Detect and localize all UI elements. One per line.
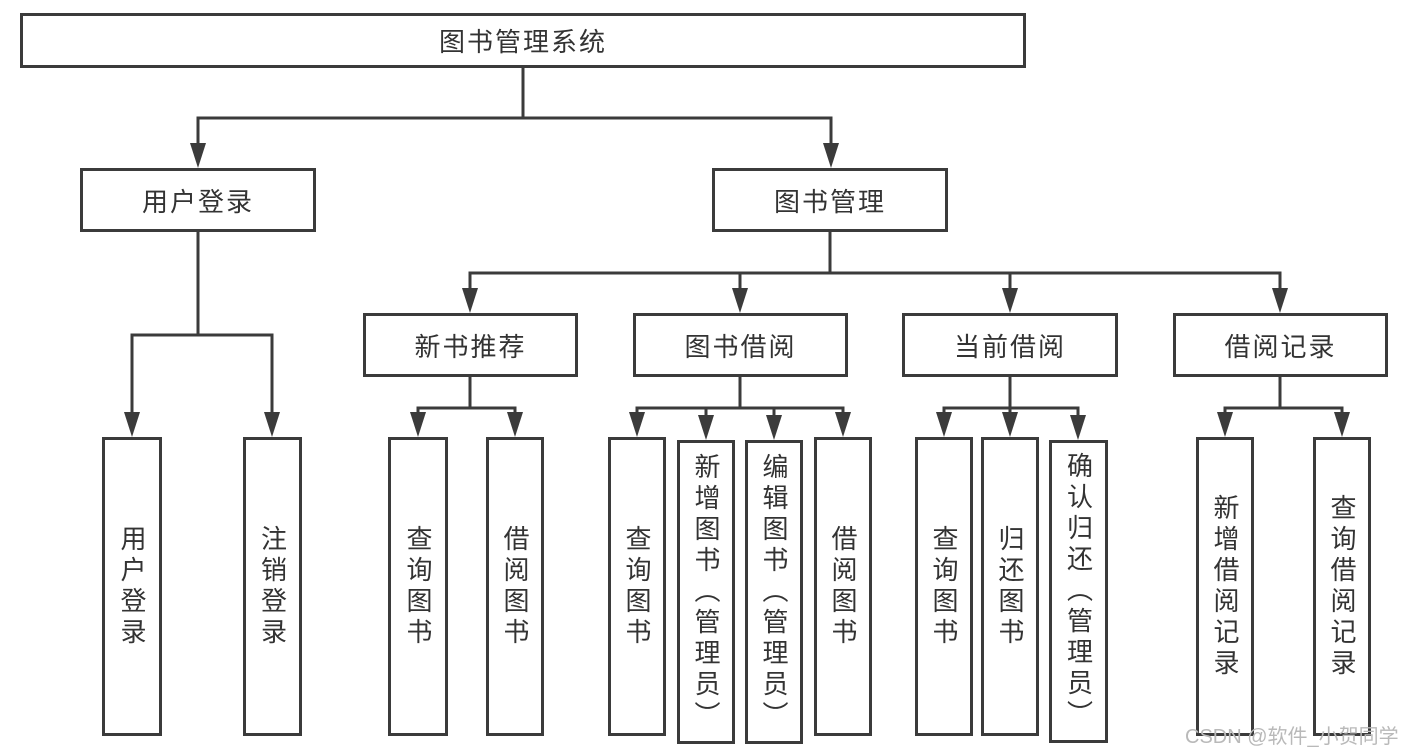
leaf-newbook-query-books: 查询图书 [388, 437, 448, 736]
leaf-return-books-label: 归还图书 [995, 524, 1025, 649]
node-book-management: 图书管理 [712, 168, 948, 232]
leaf-newbook-borrow-books: 借阅图书 [486, 437, 544, 736]
leaf-query-borrow-record: 查询借阅记录 [1313, 437, 1371, 736]
leaf-borrow-books: 借阅图书 [814, 437, 872, 736]
leaf-user-login: 用户登录 [102, 437, 162, 736]
node-borrow-record: 借阅记录 [1173, 313, 1388, 377]
node-borrow-record-label: 借阅记录 [1224, 331, 1337, 362]
watermark: CSDN @软件_小贺同学 [1185, 726, 1399, 747]
leaf-borrow-query-books-label: 查询图书 [622, 524, 652, 649]
leaf-borrow-query-books: 查询图书 [608, 437, 666, 736]
leaf-add-books-admin: 新增图书（管理员） [677, 440, 735, 744]
node-book-borrow: 图书借阅 [633, 313, 848, 377]
leaf-edit-books-admin: 编辑图书（管理员） [745, 440, 803, 744]
leaf-add-borrow-record-label: 新增借阅记录 [1210, 493, 1240, 680]
leaf-return-books: 归还图书 [981, 437, 1039, 736]
node-book-management-label: 图书管理 [773, 186, 886, 217]
node-library-system-label: 图书管理系统 [438, 27, 607, 57]
leaf-edit-books-admin-label: 编辑图书（管理员） [759, 452, 789, 732]
leaf-confirm-return-admin: 确认归还（管理员） [1049, 440, 1108, 743]
node-new-book-recommend: 新书推荐 [363, 313, 578, 377]
leaf-add-borrow-record: 新增借阅记录 [1196, 437, 1254, 736]
node-current-borrow: 当前借阅 [902, 313, 1118, 377]
node-user-login-label: 用户登录 [141, 186, 254, 217]
leaf-borrow-books-label: 借阅图书 [828, 524, 858, 649]
leaf-confirm-return-admin-label: 确认归还（管理员） [1063, 452, 1094, 731]
leaf-query-borrow-record-label: 查询借阅记录 [1327, 493, 1357, 680]
node-user-login: 用户登录 [80, 168, 316, 232]
node-new-book-recommend-label: 新书推荐 [414, 331, 527, 362]
node-library-system: 图书管理系统 [20, 13, 1026, 68]
leaf-current-query-books-label: 查询图书 [929, 524, 959, 649]
leaf-logout-label: 注销登录 [257, 524, 288, 649]
leaf-logout: 注销登录 [243, 437, 302, 736]
leaf-current-query-books: 查询图书 [915, 437, 973, 736]
leaf-newbook-query-books-label: 查询图书 [403, 524, 433, 649]
node-current-borrow-label: 当前借阅 [953, 331, 1066, 362]
leaf-user-login-label: 用户登录 [117, 524, 147, 649]
node-book-borrow-label: 图书借阅 [684, 331, 797, 362]
leaf-newbook-borrow-books-label: 借阅图书 [500, 524, 530, 649]
leaf-add-books-admin-label: 新增图书（管理员） [691, 452, 721, 732]
